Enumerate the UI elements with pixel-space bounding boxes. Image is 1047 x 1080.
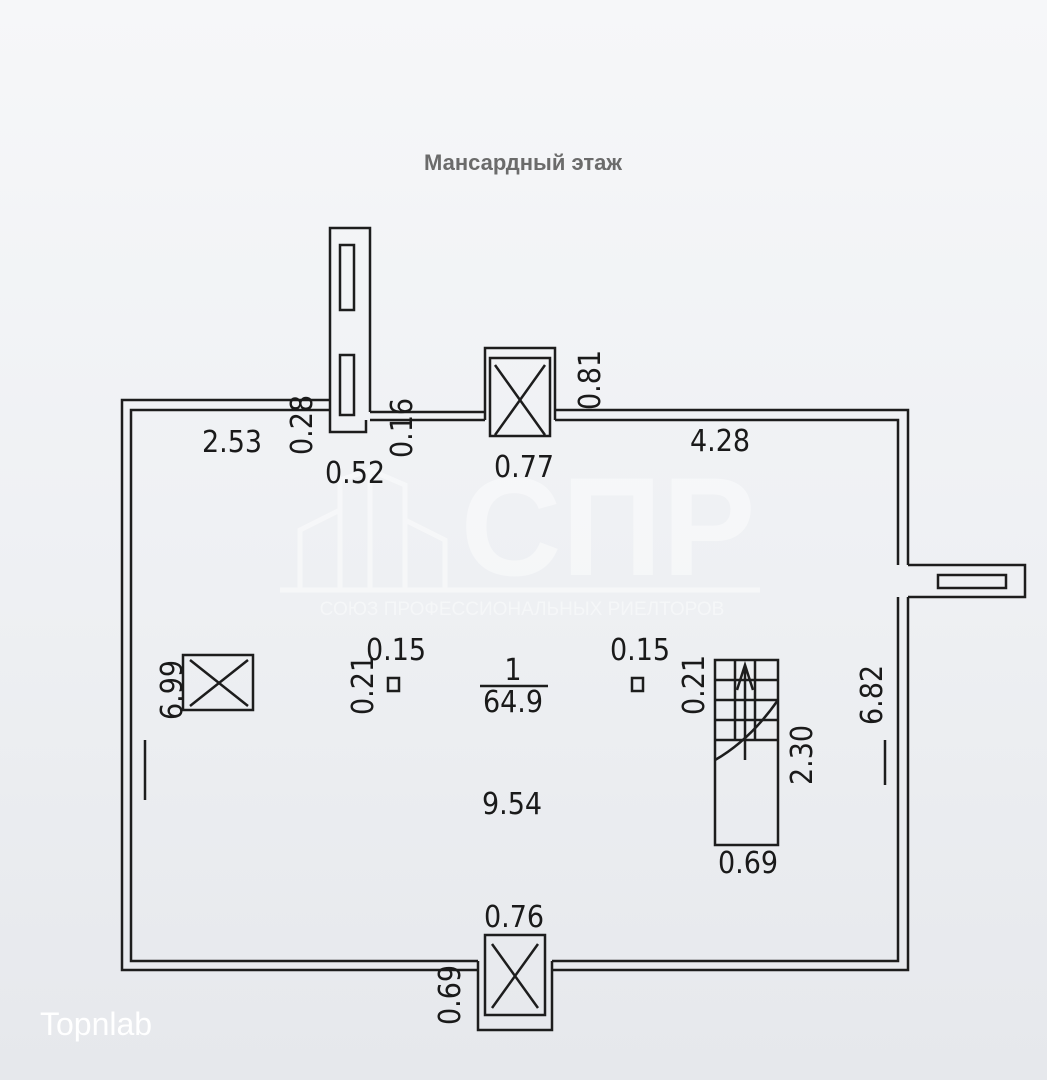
dim-top-left-wall: 2.53 <box>202 425 262 460</box>
brand-logo: Topnlab <box>40 1006 152 1042</box>
dim-column-left-h: 0.21 <box>346 655 381 715</box>
left-skylight <box>143 653 255 800</box>
staircase <box>713 658 887 847</box>
dim-stair-width: 0.69 <box>718 846 778 881</box>
dim-right-wall: 6.82 <box>855 665 890 725</box>
dim-top-window-width: 0.77 <box>494 450 554 485</box>
dim-room-length: 9.54 <box>482 787 542 822</box>
chimney <box>328 226 372 434</box>
dim-chimney-depth: 0.28 <box>285 395 320 455</box>
watermark: СПР СОЮЗ ПРОФЕССИОНАЛЬНЫХ РИЕЛТОРОВ <box>280 448 760 620</box>
dim-top-window-depth: 0.81 <box>573 350 608 410</box>
dim-chimney-width: 0.52 <box>325 456 385 491</box>
column-right <box>630 676 645 693</box>
room-area: 64.9 <box>483 685 543 720</box>
room-number: 1 <box>504 653 521 688</box>
building-logo-icon <box>280 466 760 593</box>
dimension-labels: 2.53 0.28 0.16 0.52 0.77 0.81 4.28 6.99 … <box>155 350 890 1025</box>
watermark-logo: СПР <box>460 448 755 605</box>
dim-top-right-wall: 4.28 <box>690 424 750 459</box>
watermark-caption: СОЮЗ ПРОФЕССИОНАЛЬНЫХ РИЕЛТОРОВ <box>320 599 725 620</box>
right-vent <box>908 563 1027 599</box>
dim-bottom-window-depth: 0.69 <box>433 965 468 1025</box>
column-left <box>386 676 401 693</box>
dim-chimney-offset: 0.16 <box>385 398 420 458</box>
dim-bottom-window-width: 0.76 <box>484 900 544 935</box>
bottom-window <box>476 933 554 1032</box>
dim-column-right-h: 0.21 <box>677 655 712 715</box>
dim-left-wall: 6.99 <box>155 660 190 720</box>
walls <box>120 398 910 972</box>
plan-title: Мансардный этаж <box>424 150 622 175</box>
top-window <box>483 346 557 438</box>
dim-column-left-w: 0.15 <box>366 633 426 668</box>
dim-stair-length: 2.30 <box>785 725 820 785</box>
dim-column-right-w: 0.15 <box>610 633 670 668</box>
